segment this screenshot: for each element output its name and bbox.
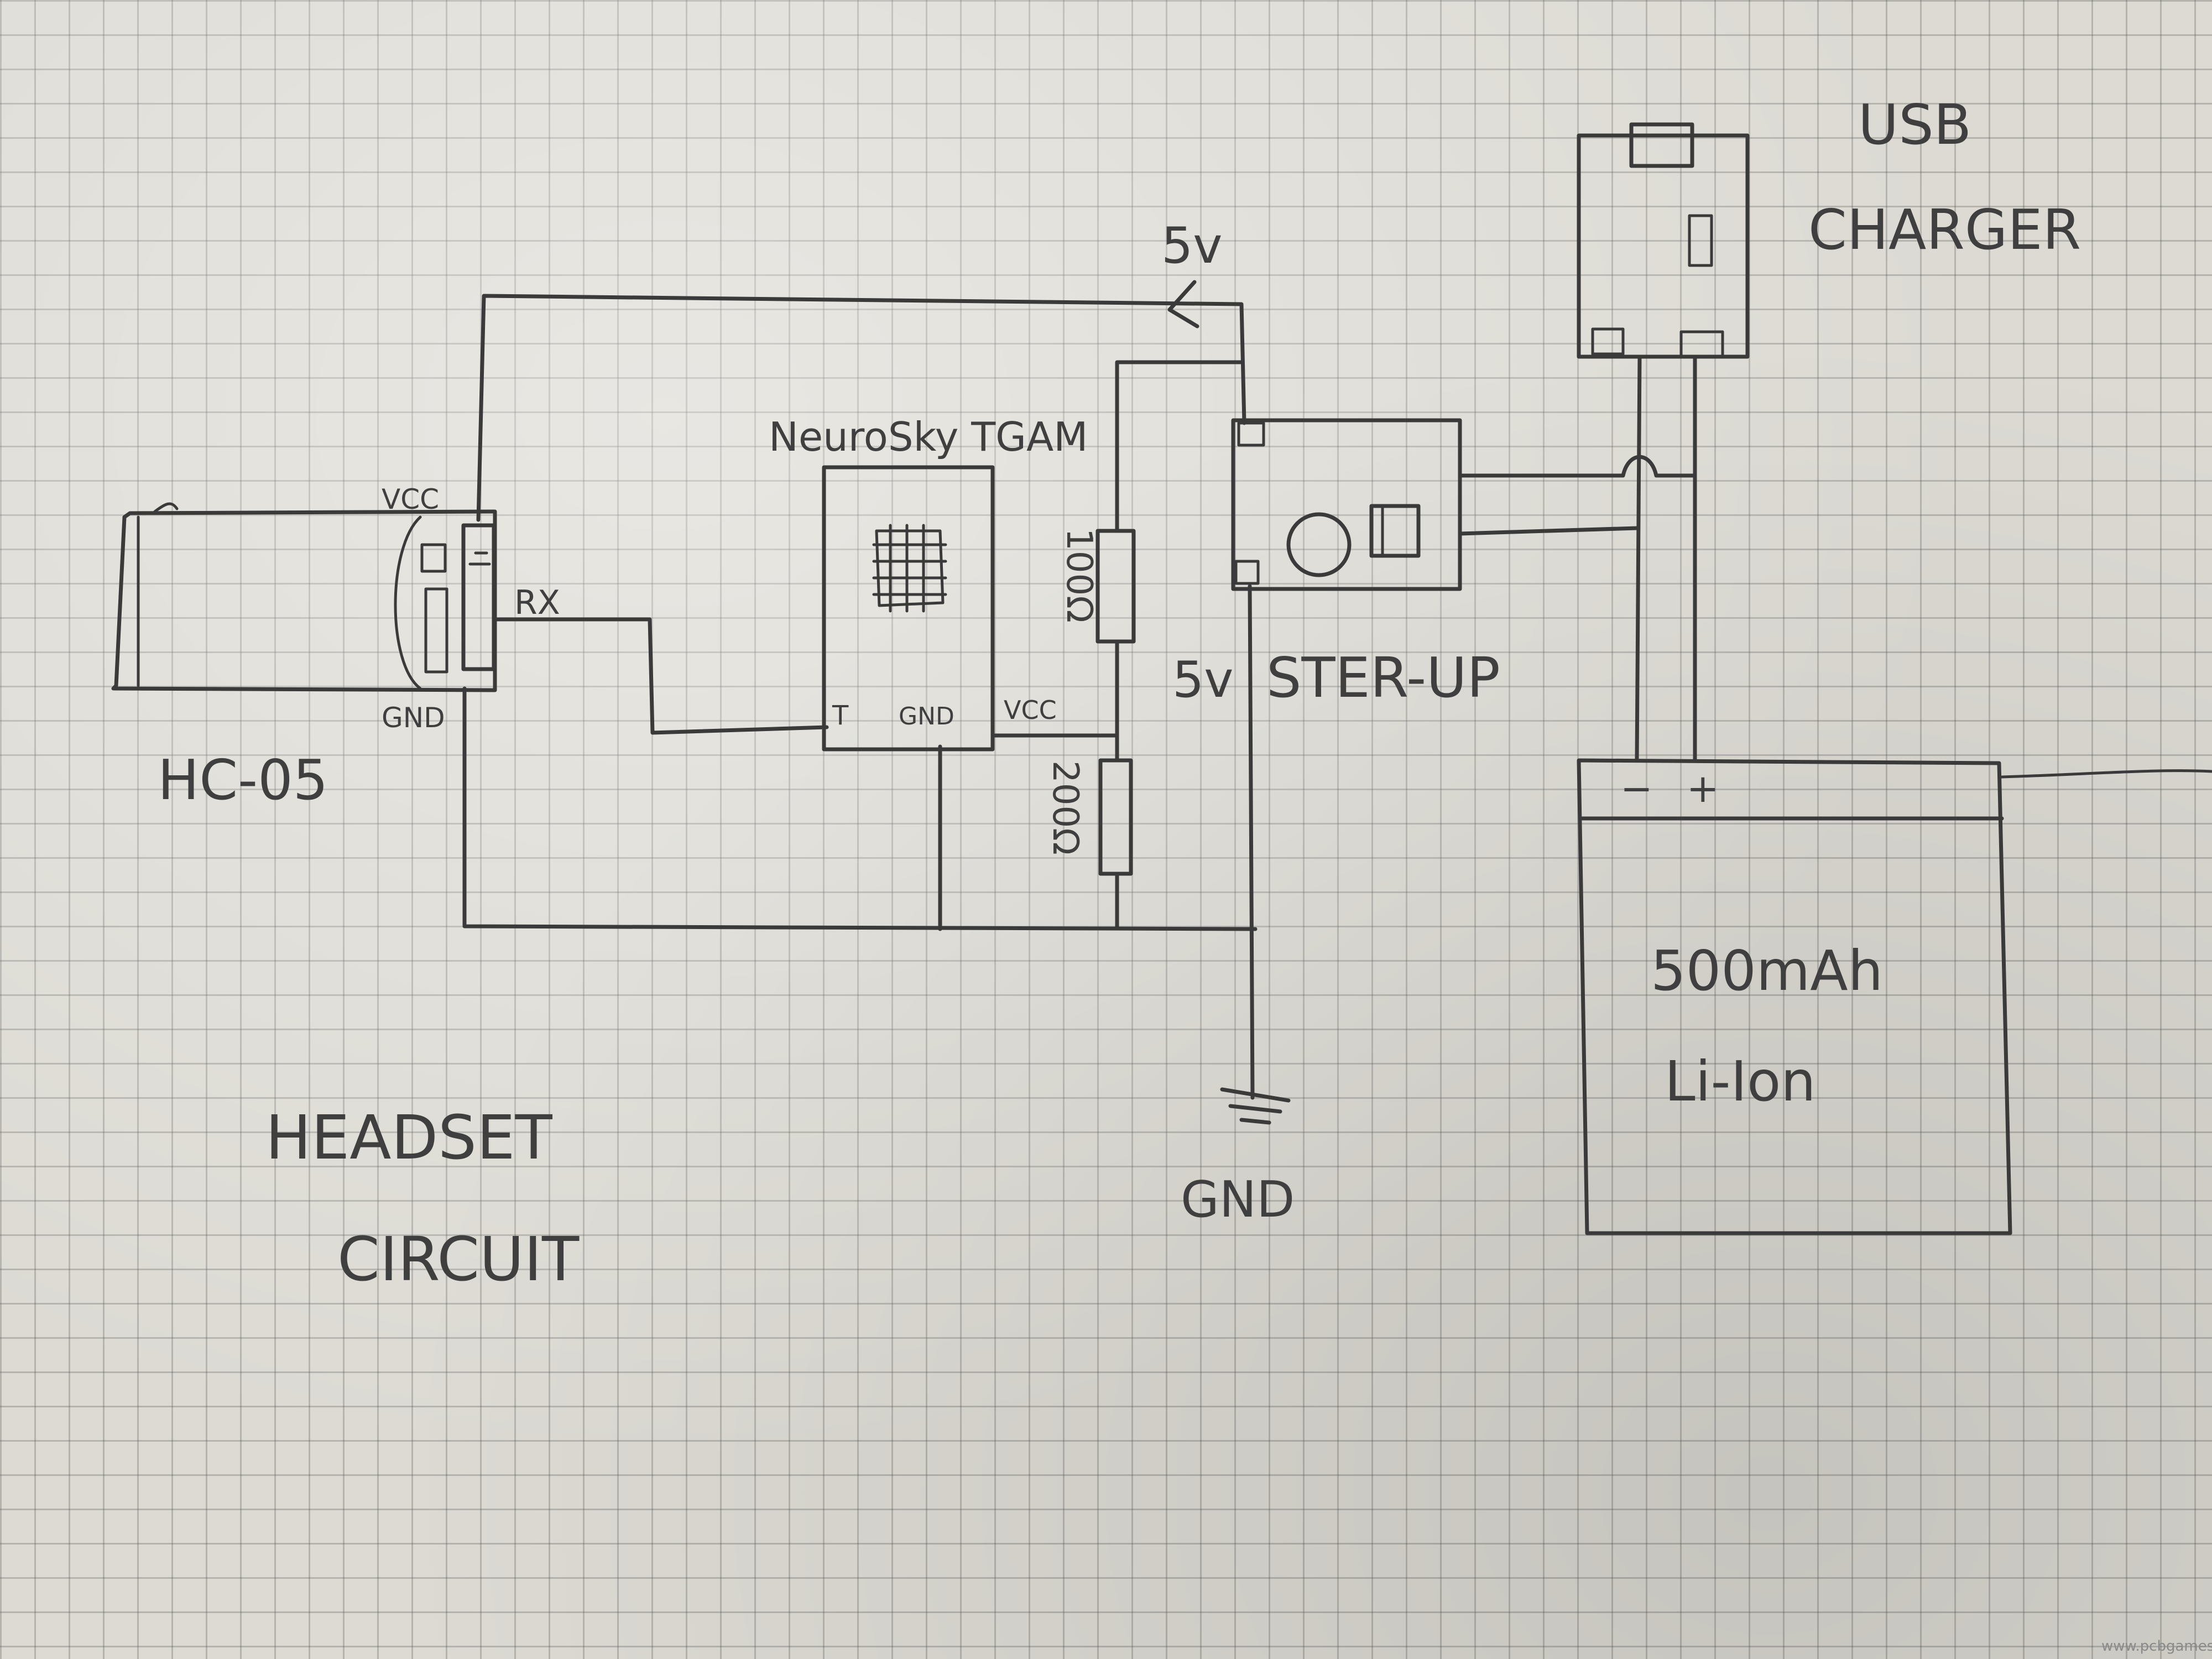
stepup-5v-label: 5v [1172, 651, 1234, 709]
hc05-name-label: HC-05 [158, 748, 328, 812]
tgam-vcc-label: VCC [1004, 695, 1057, 725]
resistor-bottom [1098, 758, 1133, 876]
usb-charger-line2: CHARGER [1808, 197, 2081, 262]
tgam-name-label: NeuroSky TGAM [769, 414, 1088, 460]
tgam-gnd-label: GND [899, 702, 954, 731]
resistor-bottom-label: 200Ω [1045, 760, 1086, 855]
usb-charger [1577, 122, 1750, 359]
hc05-module [111, 502, 497, 692]
battery-plus-label: + [1687, 766, 1719, 811]
ground-symbol [1220, 1087, 1291, 1125]
watermark: www.pcbgames.com [2101, 1638, 2212, 1655]
tgam-module [822, 465, 995, 752]
hc05-rx-label: RX [514, 583, 560, 622]
battery-type-label: Li-Ion [1665, 1049, 1816, 1114]
hc05-vcc-label: VCC [382, 483, 439, 515]
ground-label: GND [1181, 1171, 1295, 1229]
headset-circuit-line1: HEADSET [265, 1102, 552, 1173]
headset-circuit-line2: CIRCUIT [337, 1224, 580, 1295]
wires [462, 280, 1697, 1100]
annotations: VCC RX GND HC-05 NeuroSky TGAM T GND VCC… [158, 92, 2212, 1655]
tgam-t-label: T [832, 700, 849, 731]
hc05-gnd-label: GND [382, 702, 445, 734]
resistor-top [1095, 529, 1136, 644]
step-up-converter [1231, 418, 1462, 591]
supply-5v-label: 5v [1161, 217, 1223, 275]
battery-minus-label: − [1620, 766, 1653, 811]
resistor-top-label: 100Ω [1058, 528, 1099, 623]
usb-charger-line1: USB [1858, 92, 1971, 157]
battery-capacity-label: 500mAh [1651, 938, 1883, 1003]
stepup-name-label: STER-UP [1266, 645, 1500, 710]
li-ion-battery [1577, 758, 2212, 1235]
